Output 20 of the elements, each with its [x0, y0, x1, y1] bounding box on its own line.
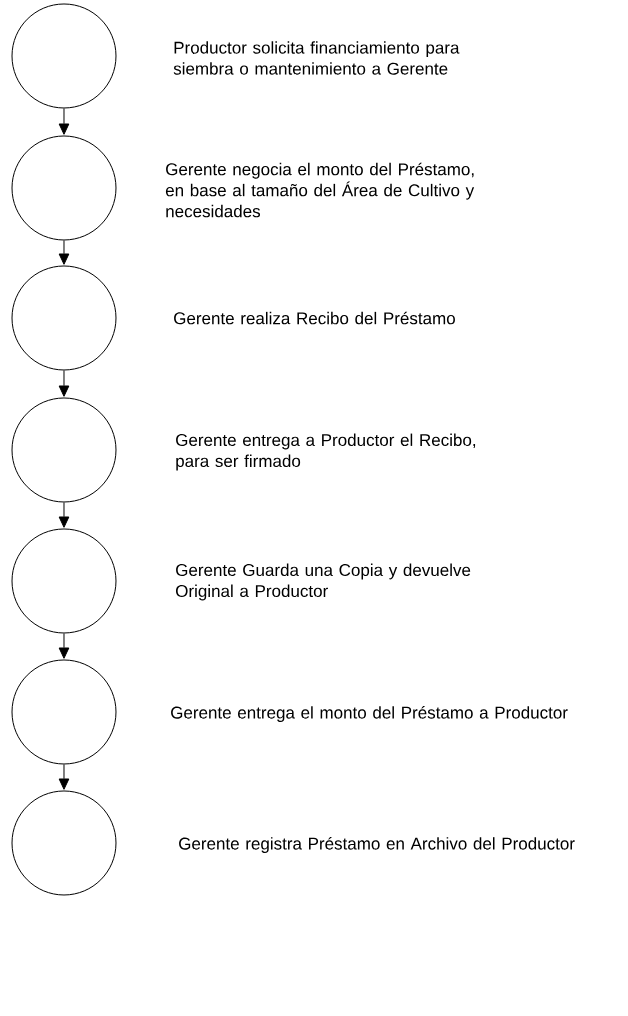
arrow	[58, 764, 70, 790]
process-circle	[11, 790, 117, 896]
process-circle	[11, 528, 117, 634]
step-description: Gerente Guarda una Copia y devuelve Original a Productor	[176, 563, 471, 601]
arrow	[58, 108, 70, 135]
arrow	[58, 633, 70, 659]
step-description: Gerente entrega a Productor el Recibo, para ser firmado	[176, 433, 476, 471]
arrow	[58, 240, 70, 265]
step-description: Gerente realiza Recibo del Préstamo	[174, 311, 455, 325]
arrow	[58, 370, 70, 397]
step-description: Gerente entrega el monto del Préstamo a Productor	[171, 705, 568, 722]
process-circle	[11, 397, 117, 503]
process-circle	[11, 3, 117, 109]
arrow	[58, 502, 70, 528]
step-description: Gerente negocia el monto del Préstamo, en base al tamaño del Área de Cultivo y necesidades	[165, 162, 475, 218]
process-circle	[11, 135, 117, 241]
process-circle	[11, 659, 117, 765]
process-circle	[11, 265, 117, 371]
step-description: Productor solicita financiamiento para siembra o mantenimiento a Gerente	[173, 41, 460, 75]
step-description: Gerente registra Préstamo en Archivo del Productor	[179, 836, 575, 853]
